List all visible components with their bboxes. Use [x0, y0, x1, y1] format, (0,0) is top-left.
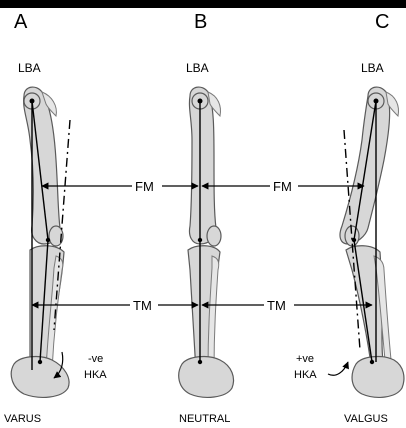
panel-a-lba-label: LBA — [18, 61, 41, 75]
panel-a-hka-label: HKA — [84, 369, 107, 381]
panel-b-leg — [179, 87, 234, 397]
panel-c-lba-label: LBA — [361, 61, 384, 75]
fm-label-right: FM — [273, 179, 292, 194]
panel-c-caption: VALGUS — [344, 413, 388, 425]
tm-label-right: TM — [267, 298, 286, 313]
panel-c-hka-sign: +ve — [296, 353, 314, 365]
panel-b-letter: B — [194, 11, 207, 33]
panel-c-letter: C — [375, 11, 389, 33]
panel-a-caption: VARUS — [4, 413, 41, 425]
panel-a-hka-sign: -ve — [88, 353, 103, 365]
panel-c-hka-label: HKA — [294, 369, 317, 381]
tm-label-left: TM — [133, 298, 152, 313]
panel-b-caption: NEUTRAL — [179, 413, 230, 425]
panel-b-lba-label: LBA — [186, 61, 209, 75]
fm-label-left: FM — [135, 179, 154, 194]
panel-c-leg — [328, 87, 404, 397]
panel-a-leg — [11, 87, 70, 397]
panel-a-letter: A — [14, 11, 28, 33]
